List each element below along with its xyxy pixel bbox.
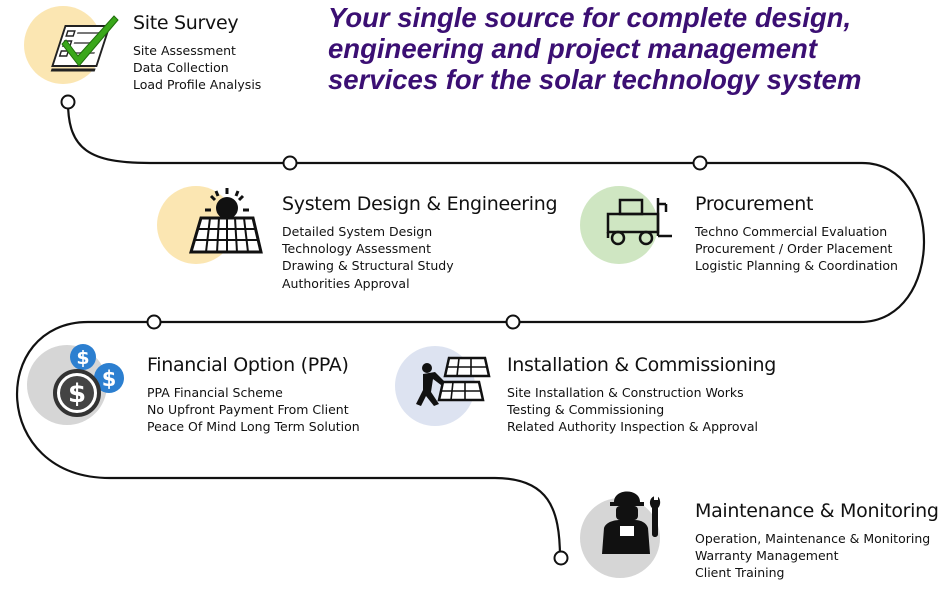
step-item: No Upfront Payment From Client (147, 402, 349, 418)
path-line (16, 101, 925, 559)
path-node (146, 314, 162, 330)
path-node (692, 155, 708, 171)
step-items: Site Assessment Data Collection Load Pro… (133, 42, 261, 94)
svg-text:$: $ (76, 347, 89, 369)
step-item: Operation, Maintenance & Monitoring (695, 531, 931, 546)
step-item: Authorities Approval (282, 275, 410, 291)
technician-wrench-icon (602, 491, 661, 554)
step-item: Technology Assessment (282, 241, 431, 257)
worker-installing-panel-icon (416, 356, 491, 406)
step-title: Site Survey (133, 12, 239, 34)
step-maintenance: Maintenance & Monitoring Operation, Main… (695, 500, 939, 582)
system-design-icon-group (157, 186, 267, 266)
forklift-icon (606, 198, 672, 246)
step-site-survey: Site Survey Site Assessment Data Collect… (133, 12, 261, 94)
step-item: Site Assessment (133, 43, 236, 58)
step-items: Detailed System Design Technology Assess… (282, 223, 557, 292)
step-item: Techno Commercial Evaluation (695, 224, 888, 239)
step-item: Procurement / Order Placement (695, 241, 893, 257)
financial-icon-group: $ $ $ (27, 343, 137, 428)
svg-text:$: $ (102, 367, 117, 391)
svg-text:$: $ (68, 379, 86, 409)
headline-line: engineering and project management (328, 33, 817, 64)
step-system-design: System Design & Engineering Detailed Sys… (282, 193, 558, 292)
path-node (505, 314, 521, 330)
path-node (60, 94, 76, 110)
step-title: Procurement (695, 193, 814, 215)
step-installation: Installation & Commissioning Site Instal… (507, 354, 776, 436)
step-item: Peace Of Mind Long Term Solution (147, 419, 360, 435)
step-title: Financial Option (PPA) (147, 354, 349, 376)
step-item: Client Training (695, 565, 785, 581)
step-items: Site Installation & Construction Works T… (507, 384, 776, 436)
maintenance-icon-group (580, 478, 680, 578)
step-item: Logistic Planning & Coordination (695, 258, 898, 274)
step-title: Maintenance & Monitoring (695, 500, 939, 522)
headline-line: services for the solar technology system (328, 64, 862, 95)
procurement-icon-group (580, 186, 680, 266)
installation-icon-group (395, 344, 495, 426)
step-item: Testing & Commissioning (507, 402, 665, 418)
checklist-icon (50, 15, 119, 72)
headline-line: Your single source for complete design, (328, 2, 852, 33)
step-items: Operation, Maintenance & Monitoring Warr… (695, 530, 939, 582)
step-items: Techno Commercial Evaluation Procurement… (695, 223, 898, 275)
step-title: Installation & Commissioning (507, 354, 777, 376)
step-financial-option: Financial Option (PPA) PPA Financial Sch… (147, 354, 360, 436)
headline: Your single source for complete design, … (328, 2, 938, 95)
step-item: Drawing & Structural Study (282, 258, 454, 274)
path-node (553, 550, 569, 566)
step-item: PPA Financial Scheme (147, 385, 283, 400)
step-item: Related Authority Inspection & Approval (507, 419, 758, 435)
solar-panel-sun-icon (188, 188, 263, 254)
step-item: Detailed System Design (282, 224, 433, 239)
step-title: System Design & Engineering (282, 193, 558, 215)
step-procurement: Procurement Techno Commercial Evaluation… (695, 193, 898, 275)
step-item: Site Installation & Construction Works (507, 385, 744, 400)
site-survey-icon-group (24, 6, 119, 86)
step-items: PPA Financial Scheme No Upfront Payment … (147, 384, 360, 436)
path-node (282, 155, 298, 171)
step-item: Data Collection (133, 60, 229, 76)
step-item: Load Profile Analysis (133, 77, 262, 93)
dollar-coins-icon: $ $ $ (53, 344, 124, 417)
step-item: Warranty Management (695, 548, 839, 564)
